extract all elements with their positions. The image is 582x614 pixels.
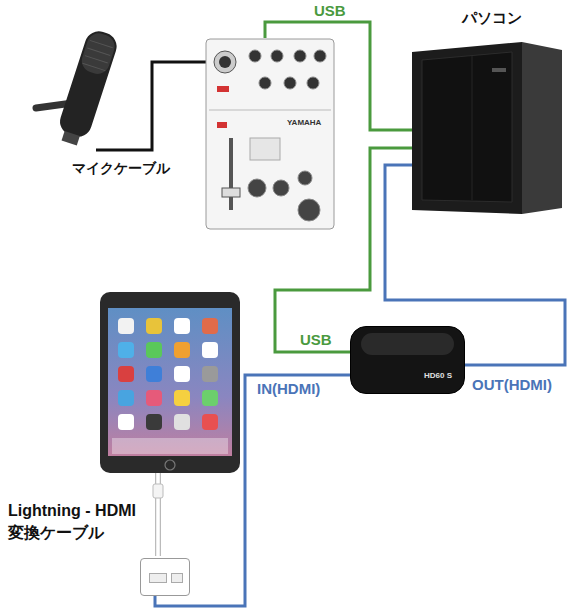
app-icon	[146, 318, 162, 334]
app-icon	[118, 414, 134, 430]
dock	[112, 438, 228, 454]
microphone	[36, 28, 120, 148]
device-name: パソコン	[405, 8, 578, 28]
connector-label: USB	[312, 2, 348, 20]
app-icon	[174, 342, 190, 358]
app-icon	[202, 342, 218, 358]
app-icon	[174, 318, 190, 334]
brand-label: YAMAHA	[287, 118, 321, 128]
connector-label: OUT(HDMI)	[470, 376, 554, 394]
app-icon	[146, 414, 162, 430]
app-icon	[118, 318, 134, 334]
adapter-port	[171, 573, 183, 583]
app-icon	[202, 414, 218, 430]
app-icon	[146, 366, 162, 382]
adapter-body	[140, 558, 190, 596]
pc-drawing	[412, 42, 562, 214]
app-icon	[118, 366, 134, 382]
app-icon	[146, 390, 162, 406]
app-icon	[174, 390, 190, 406]
tablet	[100, 292, 240, 473]
model-label: HD60 S	[424, 371, 452, 381]
pc-tower: パソコン	[405, 8, 578, 214]
connector-label: USB	[298, 331, 334, 349]
mixer-drawing	[205, 38, 335, 230]
lightning-plug	[153, 484, 163, 498]
app-icon	[202, 390, 218, 406]
hdmi-adapter: Lightning - HDMI 変換ケーブル	[8, 500, 198, 600]
cable-name: Lightning - HDMI 変換ケーブル	[8, 500, 150, 544]
capture-box: HD60 S	[350, 326, 465, 394]
app-icon	[146, 342, 162, 358]
pc-case	[412, 42, 562, 214]
app-icon	[118, 342, 134, 358]
app-icon	[202, 318, 218, 334]
mixer-device: YAMAHA	[205, 38, 335, 230]
app-icon	[174, 366, 190, 382]
top-shine	[361, 333, 454, 355]
connector-label: IN(HDMI)	[255, 380, 322, 398]
adapter-port	[149, 573, 167, 583]
app-icon	[202, 366, 218, 382]
cable-label: マイクケーブル	[70, 160, 172, 178]
app-icon	[174, 414, 190, 430]
app-icon	[118, 390, 134, 406]
